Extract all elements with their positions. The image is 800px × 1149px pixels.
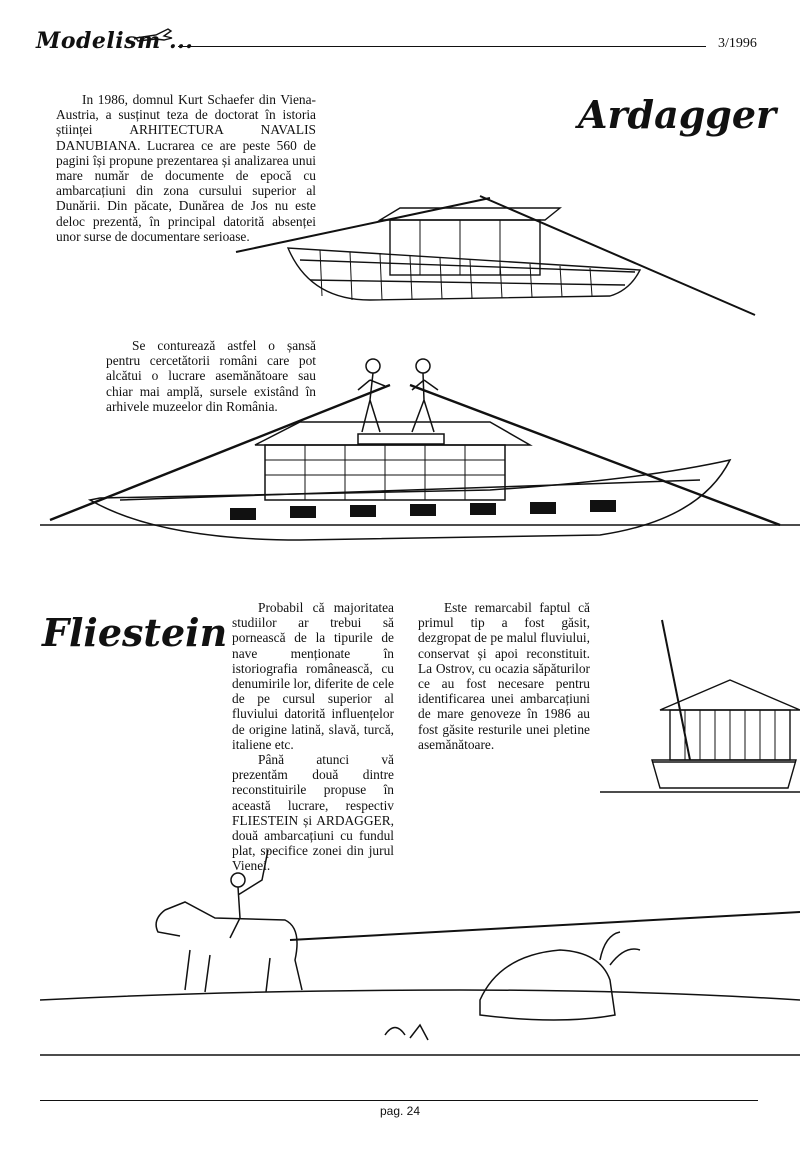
fliestein-house-boat-illustration <box>600 619 800 793</box>
footer-rule <box>40 1100 758 1101</box>
paragraph-1: In 1986, domnul Kurt Schaefer din Viena-… <box>56 92 316 244</box>
paragraph-4: Până atunci vă prezentăm două dintre rec… <box>232 752 394 874</box>
page-number: pag. 24 <box>379 1104 421 1118</box>
title-ardagger: Ardagger <box>578 92 777 137</box>
title-fliestein: Fliestein <box>42 610 228 655</box>
paragraph-2: Se conturează astfel o șansă pentru cerc… <box>106 338 316 414</box>
masthead: Modelism ... <box>36 28 194 54</box>
article-column-1: In 1986, domnul Kurt Schaefer din Viena-… <box>56 92 316 244</box>
article-column-1b: Se conturează astfel o șansă pentru cerc… <box>106 338 316 414</box>
masthead-plane-icon <box>134 28 173 42</box>
issue-number: 3/1996 <box>718 36 757 51</box>
paragraph-3: Probabil că majoritatea studiilor ar tre… <box>232 600 394 752</box>
horse-towing-illustration <box>40 849 800 1056</box>
header-rule <box>178 46 706 47</box>
paragraph-5: Este remarcabil faptul că primul tip a f… <box>418 600 590 752</box>
article-column-2: Probabil că majoritatea studiilor ar tre… <box>232 600 394 874</box>
article-column-3: Este remarcabil faptul că primul tip a f… <box>418 600 590 752</box>
ardagger-large-boat-illustration <box>40 358 800 541</box>
ardagger-small-boat-illustration <box>235 195 756 316</box>
